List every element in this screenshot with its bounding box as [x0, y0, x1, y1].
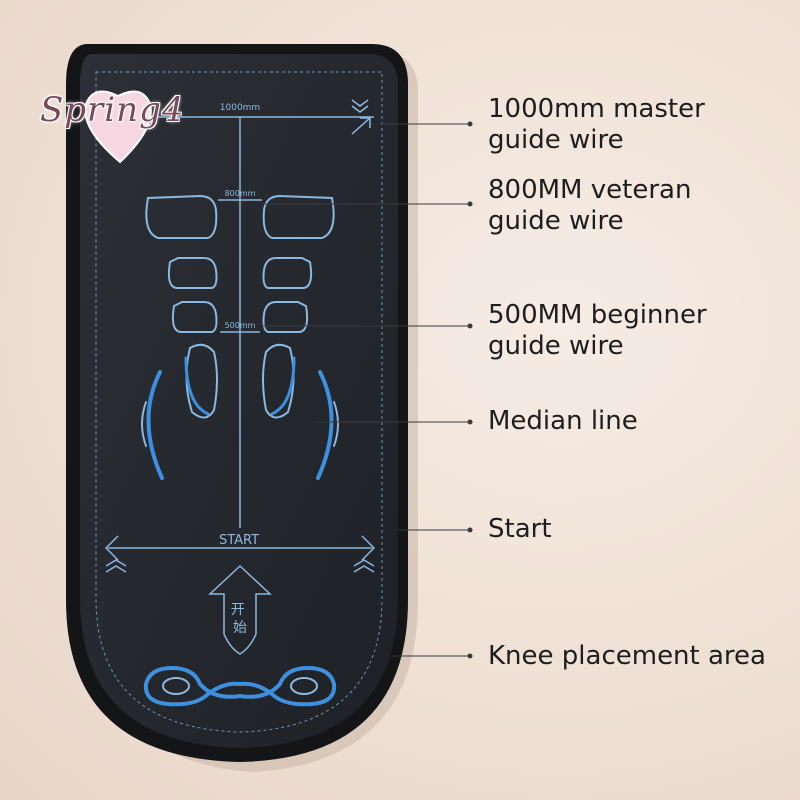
chevron-up-right-icon: [353, 559, 375, 573]
callout-veteran: 800MM veteran guide wire: [488, 175, 691, 237]
muscle-outline-graphic: [145, 194, 335, 419]
start-left-arrow-icon: [104, 535, 119, 561]
watermark-heart-icon: [84, 90, 152, 164]
callout-master-line1: 1000mm master: [488, 94, 705, 124]
callout-knee-line1: Knee placement area: [488, 641, 766, 671]
callout-beginner-line1: 500MM beginner: [488, 300, 707, 330]
callout-veteran-line2: guide wire: [488, 206, 624, 236]
callout-beginner-line2: guide wire: [488, 331, 624, 361]
callout-knee: Knee placement area: [488, 641, 766, 672]
start-glyph-text: 开 始: [231, 602, 249, 636]
watermark-logo: Spring4: [40, 90, 185, 130]
start-up-arrow-icon: [208, 564, 272, 655]
chevron-down-icon: [351, 99, 369, 113]
chest-left-shape: [145, 194, 218, 239]
abs-left-2: [171, 301, 218, 333]
abs-left-1: [167, 257, 218, 289]
callout-median: Median line: [488, 406, 638, 437]
label-500mm: 500mm: [225, 321, 256, 330]
chevron-up-left-icon: [105, 559, 127, 573]
side-accent-arcs: [141, 356, 339, 480]
abs-right-1: [262, 257, 313, 289]
label-800mm: 800mm: [225, 189, 256, 198]
callout-master: 1000mm master guide wire: [488, 94, 705, 156]
callout-start-line1: Start: [488, 514, 552, 544]
leader-lines: [262, 121, 473, 659]
mat-dashed-border: [95, 71, 383, 733]
knee-placement-graphic: [143, 665, 337, 707]
start-right-arrow-icon: [361, 535, 376, 561]
callout-median-line1: Median line: [488, 406, 638, 436]
abs-right-3: [262, 343, 295, 419]
callout-start: Start: [488, 514, 552, 545]
abs-left-3: [185, 343, 218, 419]
callout-master-line2: guide wire: [488, 125, 624, 155]
chest-right-shape: [262, 194, 335, 239]
mat-surface: [80, 54, 398, 748]
start-label: START: [219, 533, 259, 548]
corner-arrow-icon: [351, 117, 371, 135]
label-1000mm: 1000mm: [220, 103, 260, 113]
callout-veteran-line1: 800MM veteran: [488, 175, 692, 205]
callout-beginner: 500MM beginner guide wire: [488, 300, 707, 362]
